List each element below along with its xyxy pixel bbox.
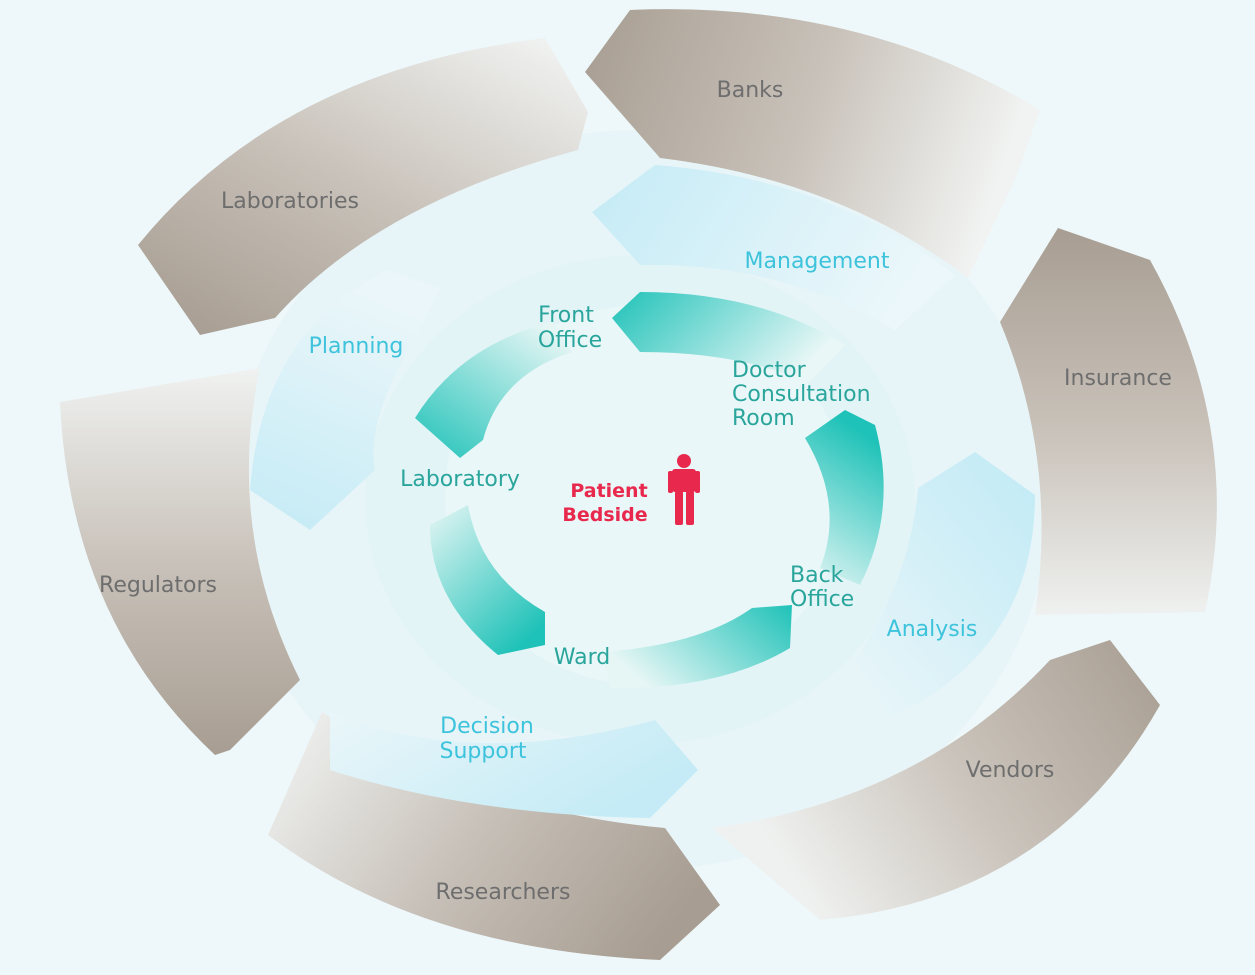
middle-label: Support: [440, 739, 527, 764]
outer-segment-vendors: Vendors: [712, 640, 1160, 920]
middle-label: Analysis: [887, 617, 978, 642]
middle-segment-analysis: Analysis: [855, 452, 1035, 718]
svg-text:Patient: Patient: [570, 480, 647, 502]
inner-label-back-office: Back Office: [790, 563, 854, 612]
svg-text:Office: Office: [538, 328, 602, 353]
svg-text:Room: Room: [732, 406, 795, 431]
inner-label-laboratory: Laboratory: [400, 467, 520, 492]
middle-segment-planning: Planning: [250, 270, 440, 530]
outer-segment-regulators: Regulators: [60, 368, 300, 755]
outer-segment-insurance: Insurance: [1000, 228, 1217, 615]
middle-segment-decision-support: Decision Support: [330, 712, 698, 818]
inner-arrow-bottom-left: [430, 505, 545, 655]
outer-label: Insurance: [1064, 366, 1172, 391]
inner-arrow-left: [415, 322, 572, 458]
svg-text:Bedside: Bedside: [562, 504, 647, 526]
middle-label: Management: [745, 249, 890, 274]
svg-text:Office: Office: [790, 587, 854, 612]
outer-label: Vendors: [966, 758, 1055, 783]
outer-label: Researchers: [436, 880, 571, 905]
inner-label-front-office: Front Office: [538, 303, 602, 353]
inner-label-doctor-consultation-room: Doctor Consultation Room: [732, 358, 871, 431]
middle-segment-management: Management: [592, 165, 955, 330]
outer-segment-laboratories: Laboratories: [138, 38, 588, 335]
inner-label-ward: Ward: [554, 645, 610, 670]
inner-arrow-top: [612, 292, 845, 383]
svg-text:Consultation: Consultation: [732, 382, 871, 407]
person-icon: [668, 454, 700, 525]
svg-text:Back: Back: [790, 563, 844, 588]
svg-text:Doctor: Doctor: [732, 358, 807, 383]
middle-label: Decision: [440, 714, 534, 739]
inner-disc: [445, 305, 845, 685]
inner-arrow-bottom: [602, 605, 792, 689]
svg-text:Laboratory: Laboratory: [400, 467, 520, 492]
outer-label: Laboratories: [221, 189, 359, 214]
middle-label: Planning: [309, 334, 404, 359]
svg-text:Ward: Ward: [554, 645, 610, 670]
outer-label: Regulators: [99, 573, 217, 598]
outer-label: Banks: [717, 78, 784, 103]
inner-arrow-right: [805, 410, 884, 585]
center-label: Patient Bedside: [562, 480, 647, 526]
svg-text:Front: Front: [538, 303, 594, 328]
outer-segment-banks: Banks: [585, 9, 1040, 279]
